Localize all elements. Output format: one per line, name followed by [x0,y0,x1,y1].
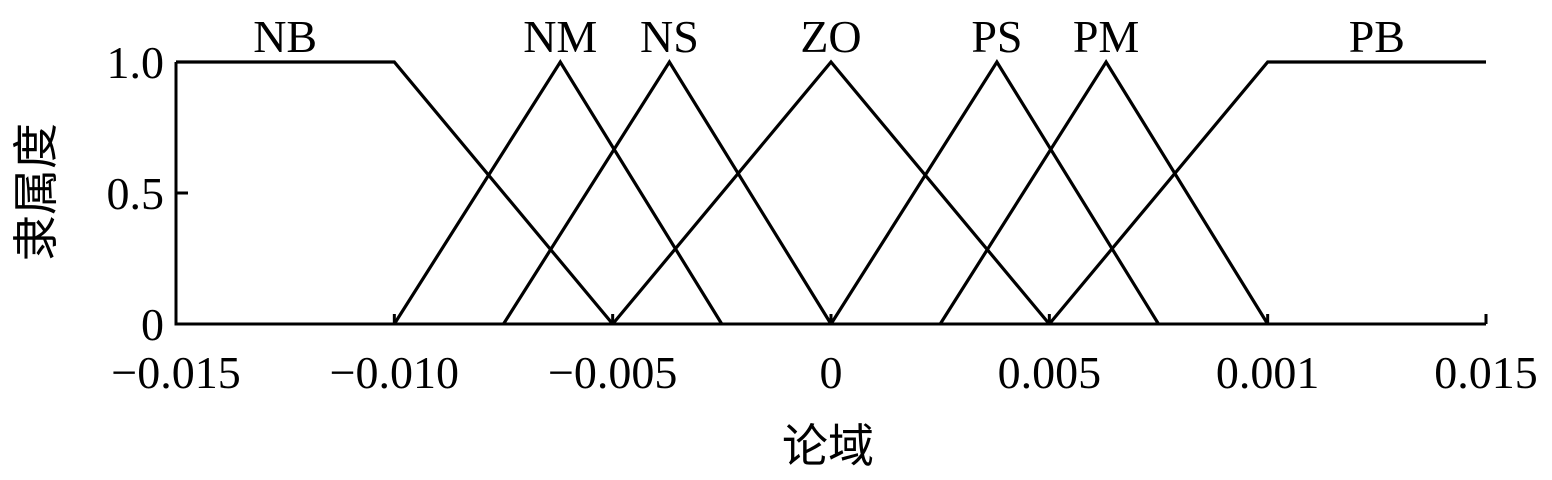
set-label-ps: PS [971,11,1022,62]
membership-curve-pb [1048,60,1486,326]
y-tick-label: 0.5 [107,168,165,219]
y-axis-label: 隶属度 [11,123,62,261]
membership-curve-nb [176,60,614,326]
x-tick-label: 0 [820,347,843,398]
set-label-zo: ZO [800,11,861,62]
set-label-pm: PM [1073,11,1139,62]
membership-curve-pm [938,58,1270,325]
membership-curve-nm [392,58,724,325]
x-tick-label: 0.005 [998,347,1102,398]
x-tick-label: −0.010 [330,347,459,398]
fuzzy-set-labels: NB NM NS ZO PS PM PB [253,11,1405,62]
x-axis-label: 论域 [782,421,874,472]
set-label-nm: NM [523,11,597,62]
axis-frame [174,62,1486,326]
membership-curve-ns [502,58,833,325]
y-tick-label: 0 [141,299,164,350]
x-tick-label: 0.015 [1434,347,1538,398]
set-label-ns: NS [640,11,699,62]
x-tick-label: 0.001 [1216,347,1320,398]
membership-curve-ps [829,58,1160,325]
x-axis-ticks: −0.015 −0.010 −0.005 0 0.005 0.001 0.015 [111,314,1538,398]
x-tick-label: −0.005 [548,347,677,398]
membership-curve-zo [611,59,1051,326]
y-axis-ticks: 0 0.5 1.0 [107,37,188,350]
y-tick-label: 1.0 [107,37,165,88]
membership-curves [176,58,1486,326]
axes [174,62,1486,326]
set-label-pb: PB [1349,11,1405,62]
x-tick-label: −0.015 [111,347,240,398]
set-label-nb: NB [253,11,317,62]
